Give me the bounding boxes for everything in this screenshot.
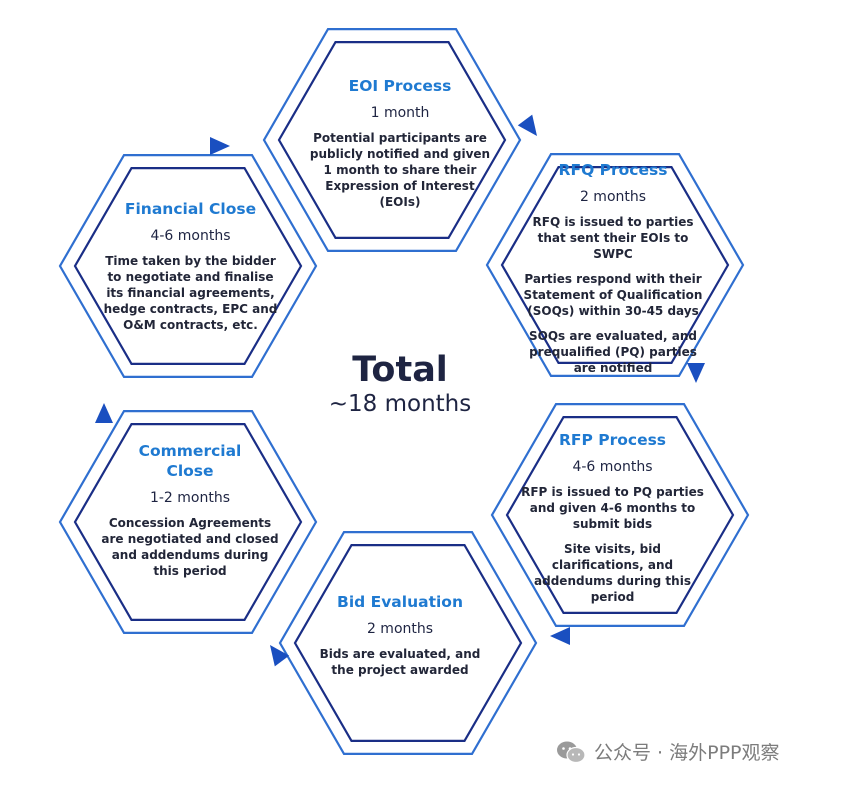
hexagon-inner-financial	[73, 167, 303, 365]
stage-rfq: RFQ Process 2 months RFQ is issued to pa…	[523, 160, 703, 376]
stage-rfq-title: RFQ Process	[558, 161, 668, 179]
hexagon-outer-commercial	[58, 410, 318, 635]
stage-eoi-description: Potential participants are publicly noti…	[309, 131, 491, 209]
flow-arrowhead-icon	[517, 114, 537, 136]
flow-arrowhead-icon	[95, 403, 113, 423]
hexagon-inner-eoi	[277, 40, 507, 239]
stage-rfp-title: RFP Process	[558, 431, 667, 449]
stage-rfq-duration: 2 months	[579, 189, 647, 205]
flow-arrowhead-icon	[550, 627, 570, 645]
total-value: ~18 months	[328, 391, 472, 417]
stage-eoi-duration: 1 month	[370, 105, 430, 121]
stage-rfp: RFP Process 4-6 months RFP is issued to …	[520, 430, 705, 605]
stage-commercial-description: Concession Agreements are negotiated and…	[101, 516, 279, 578]
stage-rfq-description-3: SOQs are evaluated, and prequalified (PQ…	[529, 329, 697, 375]
flow-arrowhead-icon	[687, 363, 705, 383]
hexagon-outer-financial	[58, 154, 318, 378]
stage-financial-close: Financial Close 4-6 months Time taken by…	[98, 199, 283, 333]
stage-financial-description: Time taken by the bidder to negotiate an…	[103, 254, 278, 332]
stage-eoi-title: EOI Process	[348, 77, 452, 95]
watermark-text: 公众号 · 海外PPP观察	[594, 742, 780, 764]
stage-rfq-description-1: RFQ is issued to parties that sent their…	[532, 215, 694, 261]
stage-rfq-description-2: Parties respond with their Statement of …	[523, 272, 703, 318]
flow-arrowhead-icon	[210, 137, 230, 155]
hexagon-outer-eoi	[262, 28, 522, 252]
hexagon-inner-bid	[293, 543, 523, 743]
stage-rfp-description-1: RFP is issued to PQ parties and given 4-…	[521, 485, 704, 531]
stage-financial-duration: 4-6 months	[150, 228, 231, 244]
stage-rfp-duration: 4-6 months	[572, 459, 653, 475]
total-label: Total	[352, 350, 448, 390]
stage-bid-duration: 2 months	[366, 621, 434, 637]
flow-arrowhead-icon	[270, 645, 290, 667]
hexagon-outer-rfq	[485, 153, 745, 377]
stage-eoi: EOI Process 1 month Potential participan…	[305, 76, 495, 210]
hexagon-inner-commercial	[73, 423, 303, 622]
hexagon-inner-rfp	[505, 416, 735, 615]
wechat-icon	[557, 741, 586, 763]
watermark: 公众号 · 海外PPP观察	[556, 738, 780, 765]
stage-bid-evaluation: Bid Evaluation 2 months Bids are evaluat…	[310, 592, 490, 678]
hexagon-inner-rfq	[500, 166, 730, 364]
stage-rfp-description-2: Site visits, bid clarifications, and add…	[534, 542, 691, 604]
stage-bid-description: Bids are evaluated, and the project awar…	[319, 647, 481, 677]
stage-commercial-close: Commercial Close 1-2 months Concession A…	[100, 441, 280, 579]
total-duration: Total ~18 months	[300, 350, 500, 418]
hexagon-outer-rfp	[490, 403, 750, 628]
stage-commercial-duration: 1-2 months	[149, 490, 231, 506]
stage-commercial-title: Commercial Close	[138, 442, 242, 480]
hexagon-outer-bid	[278, 530, 538, 756]
stage-financial-title: Financial Close	[124, 200, 257, 218]
stage-bid-title: Bid Evaluation	[337, 593, 463, 611]
